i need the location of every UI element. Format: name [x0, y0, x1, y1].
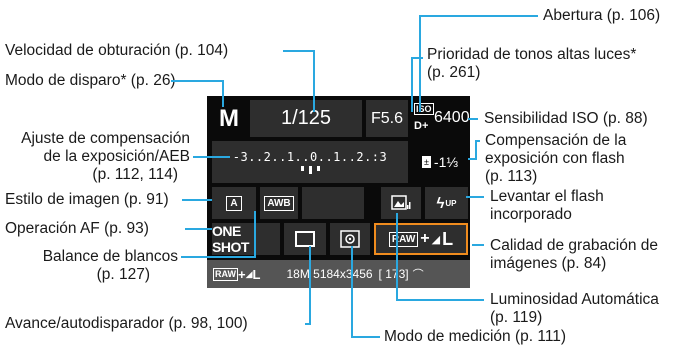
status-shots-remaining: [ 173]: [378, 267, 409, 281]
label-prioridad-1: Prioridad de tonos altas luces*: [427, 46, 637, 63]
label-levantar-1: Levantar el flash: [490, 188, 604, 205]
iso-value: 6400: [434, 109, 470, 126]
empty-slot: [302, 187, 364, 219]
white-balance[interactable]: AWB: [260, 187, 298, 219]
flash-icon: ϟ: [436, 194, 445, 212]
label-velocidad: Velocidad de obturación (p. 104): [5, 42, 229, 59]
status-image-size: 18M 5184x3456: [286, 267, 373, 281]
label-ajuste-3: (p. 112, 114): [92, 166, 178, 183]
auto-lighting-optimizer[interactable]: [381, 187, 421, 219]
picture-style[interactable]: A: [212, 187, 256, 219]
label-medicion: Modo de medición (p. 111): [384, 328, 567, 345]
label-calidad-1: Calidad de grabación de: [490, 237, 659, 254]
exposure-scale: -3..2..1..0..1..2.:3: [232, 150, 388, 164]
label-ajuste-2: de la exposición/AEB: [43, 148, 190, 165]
quick-control-screen: M 1/125 F5.6 ISO D+ 6400 -3..2..1..0..1.…: [207, 96, 470, 288]
quality-plus: +: [420, 230, 430, 247]
status-bar: RAW + ◢ L 18M 5184x3456 [ 173] ⌒: [207, 260, 470, 288]
wb-value: AWB: [264, 195, 294, 211]
label-balance-1: Balance de blancos: [42, 248, 178, 265]
shutter-speed[interactable]: 1/125: [250, 100, 362, 137]
label-comp-flash-1: Compensación de la: [485, 132, 627, 149]
label-balance-2: (p. 127): [96, 266, 150, 283]
battery-icon: ⌒: [412, 269, 424, 281]
picture-style-icon: A: [226, 195, 242, 211]
status-l: L: [252, 266, 261, 282]
label-abertura: Abertura (p. 106): [543, 7, 661, 24]
iso-setting[interactable]: ISO D+ 6400: [412, 100, 470, 137]
label-luminosidad-1: Luminosidad Automática: [490, 291, 659, 308]
label-sensibilidad: Sensibilidad ISO (p. 88): [484, 110, 648, 127]
single-shot-icon: [295, 231, 315, 247]
label-luminosidad-2: (p. 119): [490, 309, 543, 326]
label-avance: Avance/autodisparador (p. 98, 100): [5, 315, 248, 332]
label-comp-flash-3: (p. 113): [485, 168, 538, 185]
aperture-value[interactable]: F5.6: [366, 100, 408, 137]
metering-mode[interactable]: [330, 223, 370, 255]
label-comp-flash-2: exposición con flash: [485, 150, 625, 167]
flash-exposure-compensation[interactable]: ± -1⅓: [412, 141, 468, 183]
quality-l: L: [442, 228, 454, 249]
label-estilo: Estilo de imagen (p. 91): [5, 191, 169, 208]
flash-raise[interactable]: ϟ UP: [425, 187, 468, 219]
label-ajuste-1: Ajuste de compensación: [21, 130, 190, 147]
flash-comp-value: -1⅓: [433, 154, 459, 170]
label-calidad-2: imágenes (p. 84): [490, 255, 607, 272]
label-operacion-af: Operación AF (p. 93): [5, 220, 149, 237]
flash-up-label: UP: [445, 198, 457, 208]
shooting-mode[interactable]: M: [212, 100, 246, 137]
status-fine-icon: ◢: [245, 268, 253, 279]
label-levantar-2: incorporado: [490, 206, 572, 223]
flash-comp-icon: ±: [421, 156, 431, 168]
highlight-tone-priority: D+: [414, 120, 429, 132]
label-prioridad-2: (p. 261): [427, 64, 481, 81]
iso-tag: ISO: [414, 103, 434, 115]
exposure-level-indicator[interactable]: -3..2..1..0..1..2.:3: [212, 141, 408, 183]
exposure-marker: [300, 166, 320, 174]
evaluative-metering-icon: [340, 230, 360, 248]
drive-mode[interactable]: [284, 223, 326, 255]
quality-fine-icon: ◢: [431, 233, 441, 246]
af-operation[interactable]: ONE SHOT: [212, 223, 280, 255]
image-quality[interactable]: RAW + ◢ L: [374, 223, 468, 255]
quality-raw: RAW: [388, 231, 419, 247]
label-modo-disparo: Modo de disparo* (p. 26): [5, 72, 176, 89]
status-raw: RAW: [213, 267, 238, 281]
status-plus: +: [238, 266, 246, 282]
auto-lighting-icon: [391, 195, 411, 210]
